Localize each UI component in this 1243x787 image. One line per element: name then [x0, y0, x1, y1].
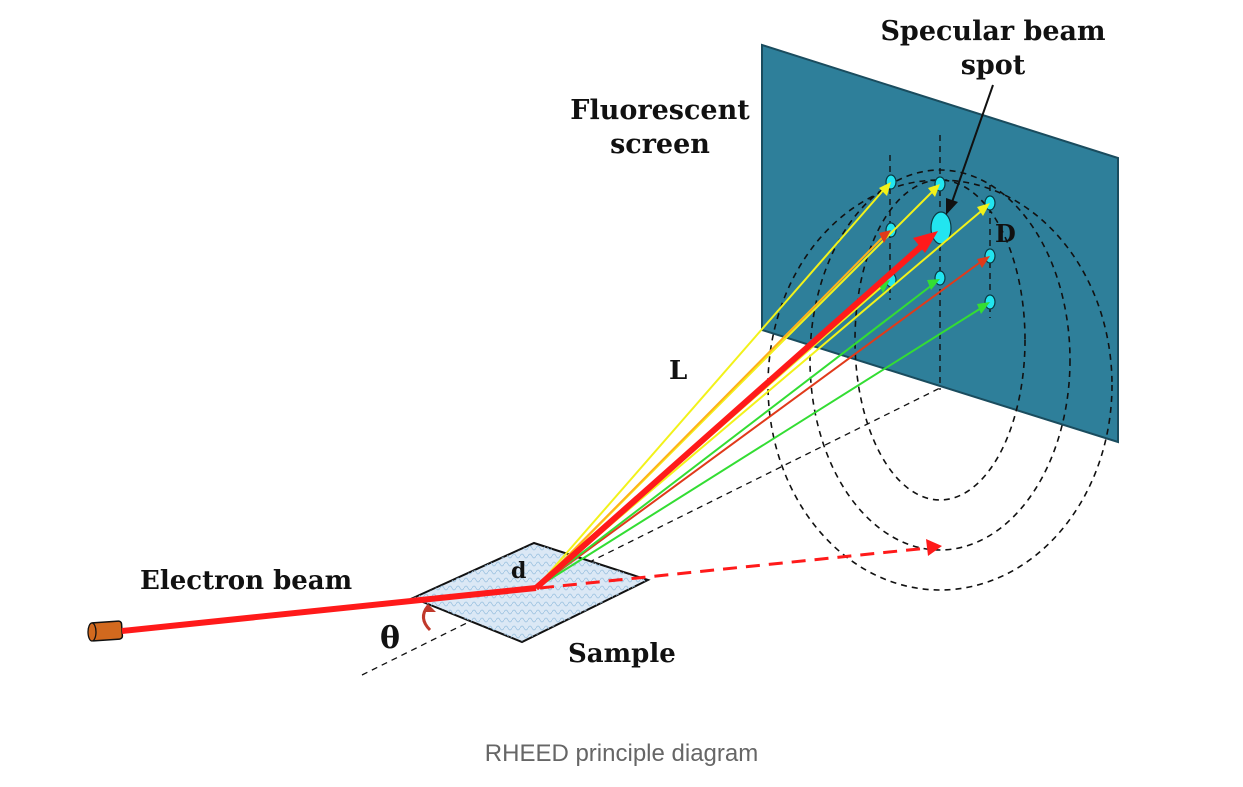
transmitted-arrowhead: [926, 539, 942, 556]
figure-caption: RHEED principle diagram: [484, 740, 759, 767]
sample-axis-line: [361, 387, 941, 676]
diffracted-rays: [535, 185, 987, 589]
spacing-D-label: D: [995, 219, 1016, 248]
ray-arrowheads: [878, 182, 990, 314]
specular-label-line1: Specular beam: [880, 16, 1105, 47]
electron-beam-label: Electron beam: [140, 566, 352, 596]
sample-label: Sample: [568, 639, 676, 669]
fluorescent-label-line1: Fluorescent: [570, 95, 750, 126]
theta-label: θ: [380, 621, 400, 656]
incident-beam: [121, 585, 537, 634]
specular-pointer-arrow: [946, 84, 994, 215]
transmitted-beam: [539, 546, 929, 590]
specular-label-line2: spot: [961, 50, 1026, 81]
lattice-d-label: d: [511, 558, 526, 584]
specular-arrowhead: [913, 231, 938, 253]
distance-L-label: L: [669, 356, 687, 386]
specular-beam: [534, 240, 927, 591]
fluorescent-label-line2: screen: [610, 129, 710, 160]
